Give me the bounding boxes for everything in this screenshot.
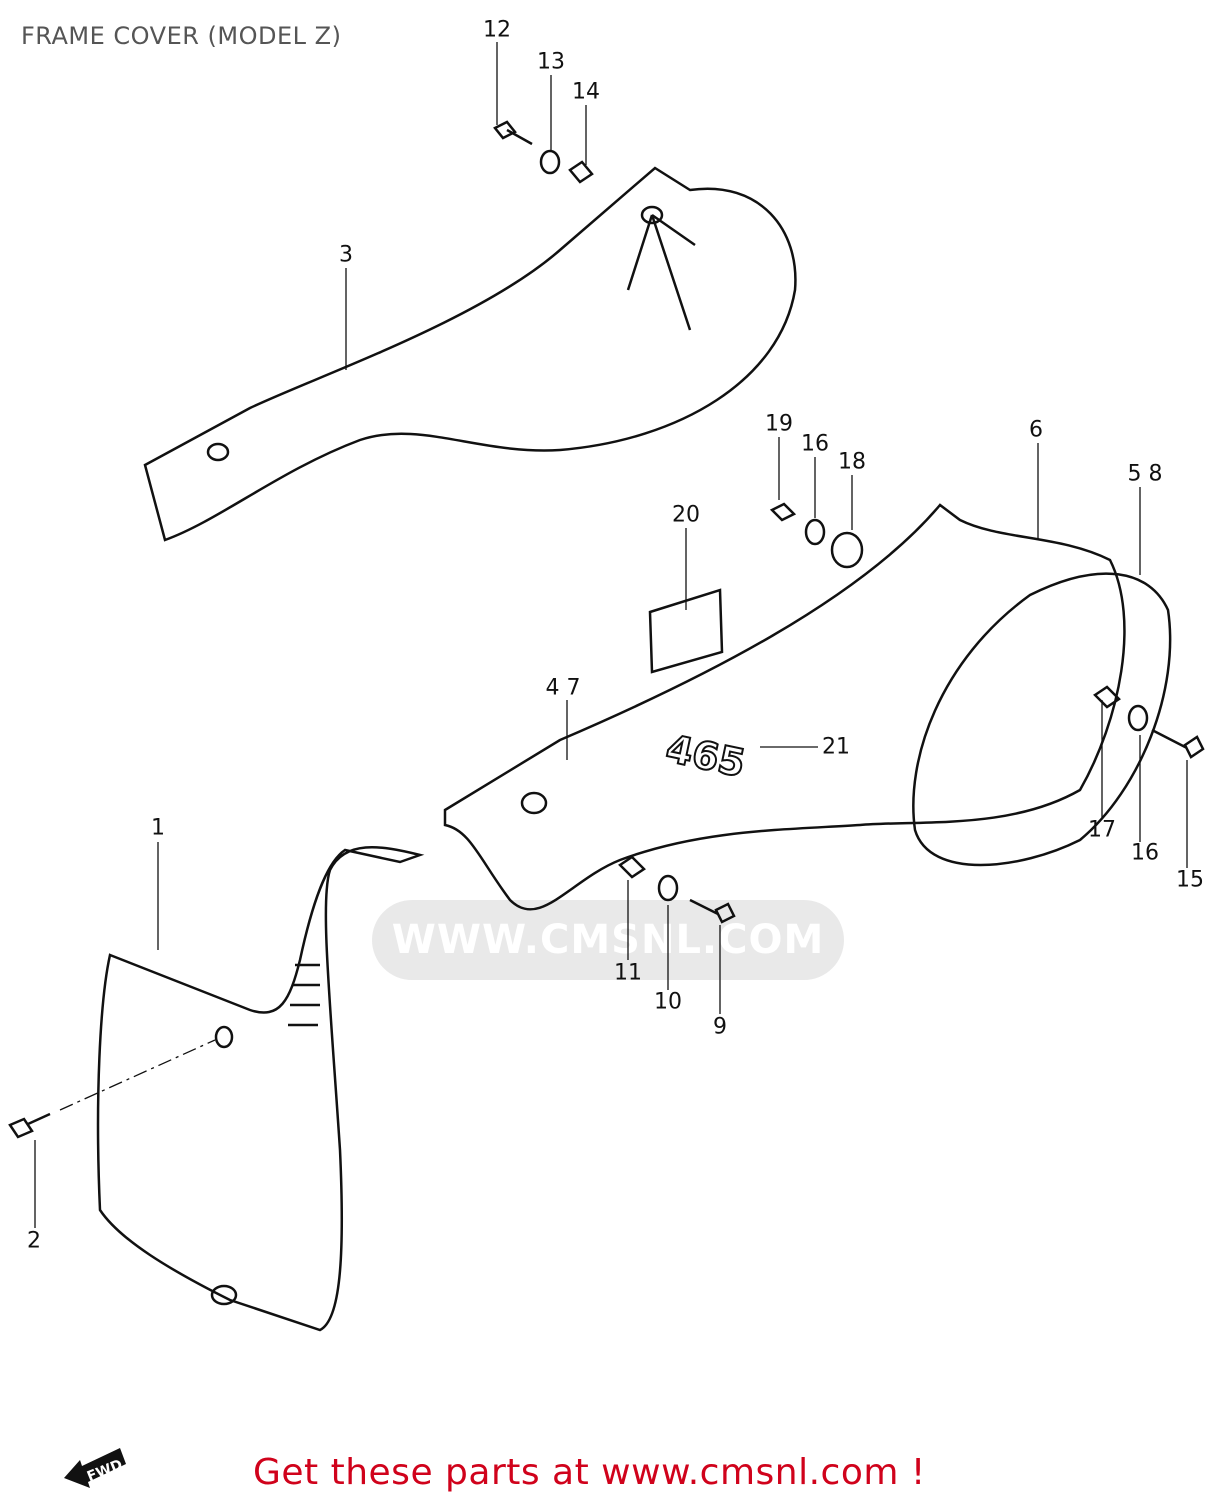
part-3-hole-top	[640, 205, 664, 225]
callout-18: 18	[838, 449, 866, 475]
callout-16-right: 16	[1131, 840, 1159, 866]
part-5-8-trim	[912, 572, 1172, 867]
callout-15: 15	[1176, 867, 1204, 893]
callout-20: 20	[672, 502, 700, 528]
part-1-hole	[214, 1025, 234, 1049]
part-16-washer-2	[1127, 704, 1149, 732]
callout-13: 13	[537, 49, 565, 75]
callout-16: 16	[801, 431, 829, 457]
callout-1: 1	[151, 815, 165, 841]
part-21-decal: 465	[662, 726, 749, 786]
callout-5-8: 5 8	[1127, 461, 1163, 487]
part-16-washer	[804, 518, 826, 546]
callout-10: 10	[654, 989, 682, 1015]
fwd-arrow-icon: FWD	[64, 1448, 126, 1488]
callout-6: 6	[1029, 417, 1043, 443]
callout-12: 12	[483, 17, 511, 43]
callout-21: 21	[822, 734, 850, 760]
callout-4-7: 4 7	[545, 675, 581, 701]
callout-2: 2	[27, 1228, 41, 1254]
part-2-screw	[8, 1112, 51, 1139]
callout-14: 14	[572, 79, 600, 105]
diagram-title: FRAME COVER (MODEL Z)	[21, 22, 342, 50]
part-1-vents	[288, 963, 320, 1027]
part-12-bolt	[493, 120, 533, 146]
part-14-collar	[568, 160, 594, 184]
part-20-label	[648, 588, 724, 674]
part-17-collar	[1093, 685, 1121, 709]
part-3-hole	[206, 442, 230, 462]
callout-11: 11	[614, 960, 642, 986]
watermark: WWW.CMSNL.COM	[372, 900, 844, 980]
footer-link[interactable]: Get these parts at www.cmsnl.com !	[253, 1452, 926, 1493]
part-18-grommet	[830, 531, 864, 569]
callout-3: 3	[339, 242, 353, 268]
part-13-washer	[539, 149, 561, 175]
part-4-7-frame-cover	[443, 503, 1126, 911]
part-9-screw	[689, 898, 736, 924]
part-4-7-hole	[520, 791, 548, 815]
part-3-frame-cover	[143, 166, 797, 542]
part-10-washer	[657, 874, 679, 902]
part-19-nut	[769, 502, 797, 522]
part-11-collar	[618, 855, 646, 879]
part-1-hole-bottom	[210, 1284, 238, 1306]
part-15-screw	[1151, 728, 1205, 759]
callout-9: 9	[713, 1014, 727, 1040]
part-1-number-plate	[96, 846, 425, 1332]
callout-19: 19	[765, 411, 793, 437]
callout-17: 17	[1088, 817, 1116, 843]
